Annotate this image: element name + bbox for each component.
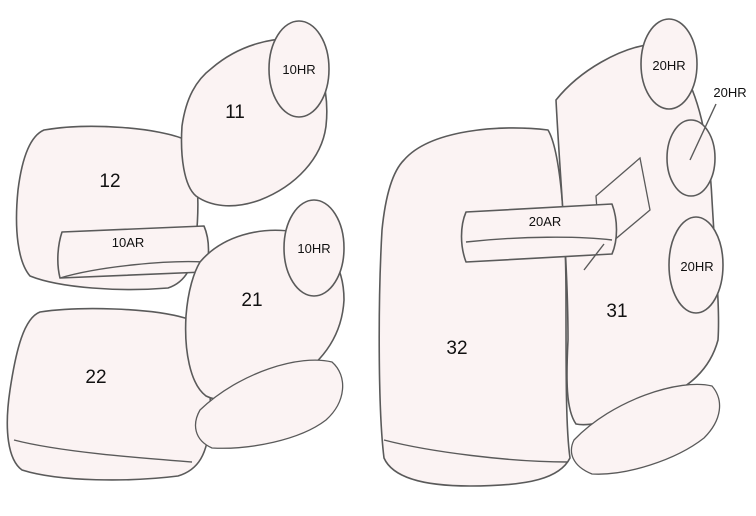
label-part-31: 31 [606,301,627,322]
label-10hr-top: 10HR [282,62,315,77]
part-10ar-underside [59,260,205,279]
label-part-32: 32 [446,338,467,359]
label-20ar: 20AR [529,214,562,229]
label-10ar: 10AR [112,235,145,250]
part-22-seat-cushion [6,307,212,481]
part-20hr-bottom-headrest [668,216,724,314]
part-31-lower-lip [570,383,721,475]
part-20ar-armrest [460,203,618,263]
label-part-21: 21 [241,290,262,311]
part-10hr-mid-headrest [283,199,345,297]
part-32-front-edge [383,439,569,463]
part-21-lower-lip [194,359,344,449]
label-10hr-mid: 10HR [297,241,330,256]
part-32-bench-cushion [378,127,571,487]
part-20ar-strap [583,243,605,271]
label-20hr-callout: 20HR [713,85,746,100]
callout-20hr-leader [689,103,717,161]
part-10ar-armrest [57,225,210,279]
label-part-12: 12 [99,171,120,192]
label-part-22: 22 [85,367,106,388]
label-20hr-bottom: 20HR [680,259,713,274]
part-20hr-top-headrest [640,18,698,110]
part-10hr-top-headrest [268,20,330,118]
part-20ar-underside [465,236,613,243]
label-part-11: 11 [225,102,245,123]
label-20hr-top: 20HR [652,58,685,73]
part-22-front-edge [13,439,193,463]
